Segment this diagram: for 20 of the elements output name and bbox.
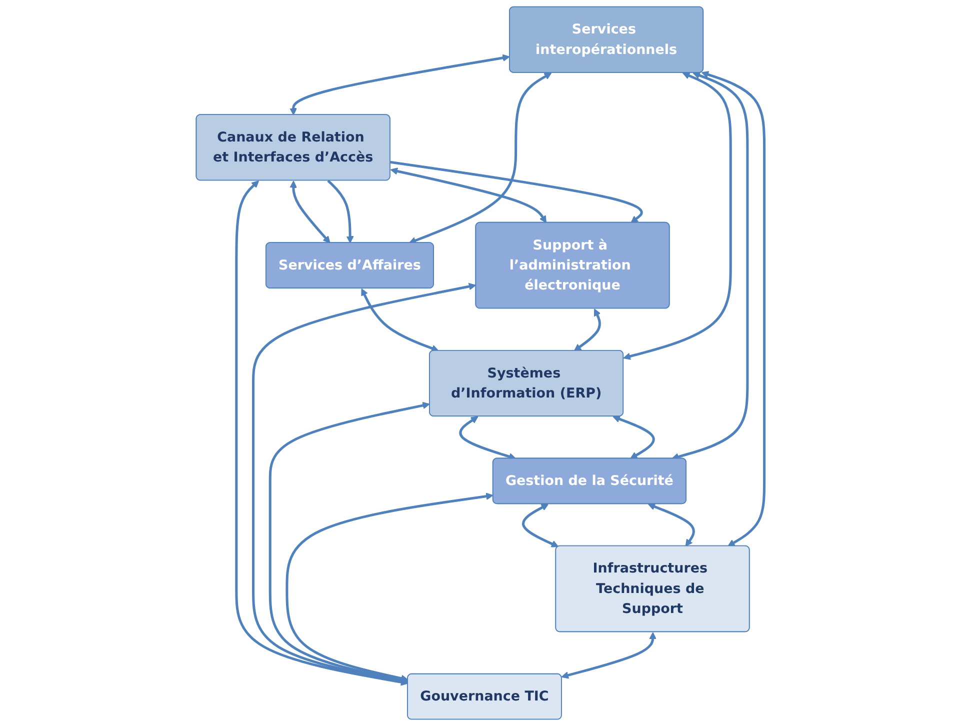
arrow (269, 402, 430, 684)
arrow (522, 504, 559, 548)
arrow (252, 282, 476, 685)
arrow (327, 180, 354, 244)
arrow (672, 72, 749, 460)
arrow (562, 632, 657, 679)
arrow (290, 180, 331, 244)
arrow (290, 54, 510, 116)
arrow (623, 72, 732, 360)
arrow (612, 416, 656, 459)
arrow (390, 160, 643, 224)
arrow (702, 71, 766, 547)
arrow (235, 180, 408, 686)
arrow (390, 168, 547, 224)
arrow (361, 288, 440, 352)
arrow (574, 308, 602, 352)
arrow (409, 72, 552, 244)
arrow (459, 416, 516, 460)
arrow (648, 503, 696, 547)
arrow (286, 492, 494, 682)
